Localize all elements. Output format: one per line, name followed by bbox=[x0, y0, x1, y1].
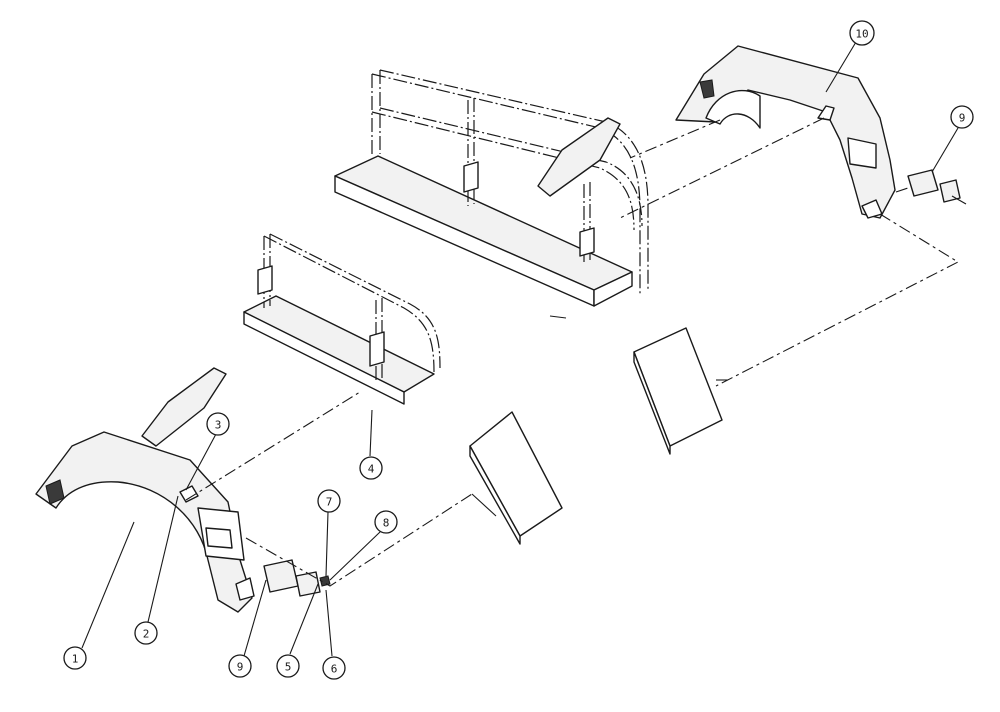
marker-light-part-9-right bbox=[907, 169, 967, 205]
callout-8-label: 8 bbox=[383, 517, 390, 530]
callout-6-label: 6 bbox=[331, 663, 338, 676]
front-fender-part-1 bbox=[35, 431, 255, 613]
rear-fender-part-10 bbox=[675, 45, 896, 219]
callout-leaders bbox=[81, 41, 959, 657]
callout-8: 8 bbox=[374, 510, 398, 534]
callout-3-label: 3 bbox=[215, 419, 222, 432]
callout-7-label: 7 bbox=[326, 496, 333, 509]
callout-10-label: 10 bbox=[855, 28, 868, 41]
callout-9-right: 9 bbox=[950, 105, 974, 129]
callout-4: 4 bbox=[359, 456, 383, 480]
callout-9-left-label: 9 bbox=[237, 661, 244, 674]
marker-light-part-9-left bbox=[263, 559, 331, 597]
callout-2-label: 2 bbox=[143, 628, 150, 641]
callout-3: 3 bbox=[206, 412, 230, 436]
callout-5-label: 5 bbox=[285, 661, 292, 674]
assembly-center-lines bbox=[185, 117, 960, 587]
callout-1: 1 bbox=[63, 646, 87, 670]
lower-step-platform bbox=[141, 233, 441, 447]
upper-step-platform bbox=[334, 69, 649, 319]
callout-7: 7 bbox=[317, 489, 341, 513]
callout-6: 6 bbox=[322, 656, 346, 680]
callout-4-label: 4 bbox=[368, 463, 375, 476]
step-plate-rear bbox=[633, 327, 728, 455]
callout-10: 10 bbox=[849, 20, 875, 46]
callout-9-left: 9 bbox=[228, 654, 252, 678]
callout-2: 2 bbox=[134, 621, 158, 645]
step-plate-front bbox=[469, 411, 563, 545]
callout-9-right-label: 9 bbox=[959, 112, 966, 125]
callout-5: 5 bbox=[276, 654, 300, 678]
callout-1-label: 1 bbox=[72, 653, 79, 666]
